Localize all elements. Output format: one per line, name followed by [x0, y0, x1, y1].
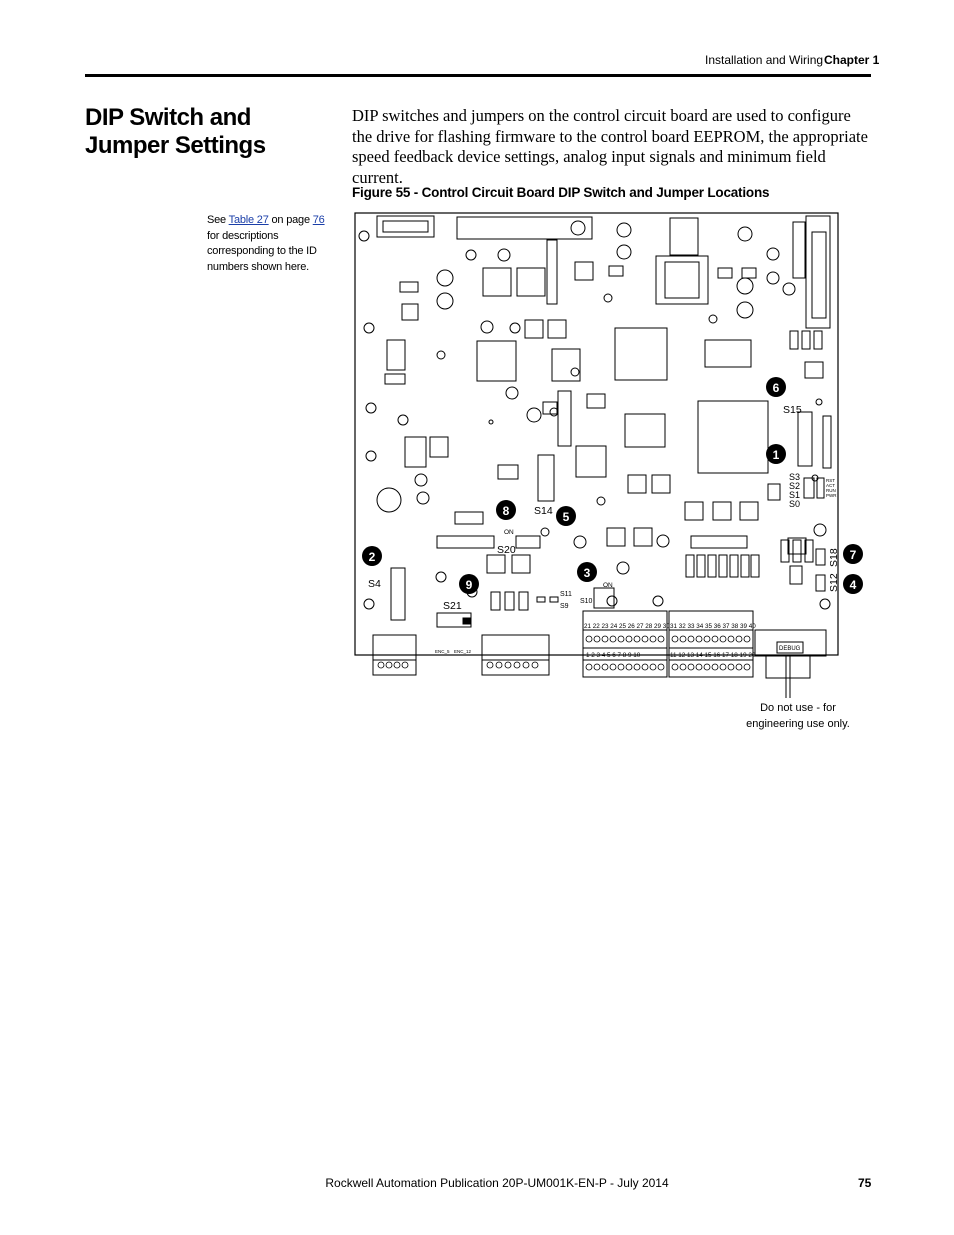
callout-8: 8: [503, 504, 510, 518]
label-rst: RST: [826, 478, 835, 483]
callout-4: 4: [850, 578, 857, 592]
header-rule: [85, 74, 871, 77]
callout-6: 6: [773, 381, 780, 395]
debug-note-line-1: Do not use - for: [760, 702, 836, 714]
label-on-s20: ON: [504, 529, 514, 536]
label-s1: S1: [789, 490, 800, 500]
label-s2: S2: [789, 481, 800, 491]
terminal-row-top-b: 31 32 33 34 35 36 37 38 39 40: [670, 623, 756, 630]
label-s9: S9: [560, 603, 569, 610]
label-on-s10: ON: [603, 582, 613, 589]
label-s18: S18: [828, 548, 840, 567]
table-27-link[interactable]: Table 27: [228, 214, 269, 226]
label-s3: S3: [789, 472, 800, 482]
callout-5: 5: [563, 510, 570, 524]
label-s4: S4: [368, 578, 381, 590]
callout-2: 2: [369, 550, 376, 564]
label-s12: S12: [828, 573, 840, 592]
label-run: RUN: [826, 488, 836, 493]
label-pwr: PWR: [826, 493, 837, 498]
label-enc12: ENC_12: [454, 649, 472, 654]
terminal-row-top-a: 21 22 23 24 25 26 27 28 29 30: [584, 623, 670, 630]
page-number: 75: [858, 1176, 872, 1190]
callout-7: 7: [850, 548, 857, 562]
side-note-suffix: for descriptions corresponding to the ID…: [207, 229, 317, 273]
label-s10: S10: [580, 598, 593, 605]
page-title: DIP Switch and Jumper Settings: [85, 104, 266, 159]
label-s20: S20: [497, 544, 516, 556]
side-note: See Table 27 on page 76 for descriptions…: [207, 213, 337, 275]
label-enc5: ENC_5: [435, 649, 450, 654]
callout-3: 3: [584, 566, 591, 580]
label-act: ACT: [826, 483, 835, 488]
header-section: Installation and Wiring: [705, 53, 824, 67]
callout-9: 9: [466, 578, 473, 592]
side-note-prefix: See: [207, 214, 229, 226]
figure-title: Figure 55 - Control Circuit Board DIP Sw…: [352, 185, 770, 200]
control-board-figure: S15 S14 S20 S4 S21 S3 S2 S1 S0 S11 S9 S1…: [352, 210, 872, 730]
debug-note-line-2: engineering use only.: [746, 718, 850, 730]
side-note-middle: on page: [268, 214, 313, 226]
callout-1: 1: [773, 448, 780, 462]
label-s21: S21: [443, 600, 462, 612]
terminal-row-bot-a: 1 2 3 4 5 6 7 8 9 10: [586, 652, 641, 659]
header-chapter: Chapter 1: [824, 53, 880, 67]
page-76-link[interactable]: 76: [312, 214, 325, 226]
control-board-drawing: S15 S14 S20 S4 S21 S3 S2 S1 S0 S11 S9 S1…: [354, 212, 863, 730]
terminal-row-bot-b: 11 12 13 14 15 16 17 18 19 20: [670, 652, 756, 659]
label-s0: S0: [789, 499, 800, 509]
label-s14: S14: [534, 505, 553, 517]
footer-publication: Rockwell Automation Publication 20P-UM00…: [325, 1176, 669, 1190]
label-s15: S15: [783, 404, 802, 416]
label-debug: DEBUG: [779, 646, 801, 652]
label-s11: S11: [560, 591, 572, 598]
intro-paragraph: DIP switches and jumpers on the control …: [352, 106, 868, 187]
